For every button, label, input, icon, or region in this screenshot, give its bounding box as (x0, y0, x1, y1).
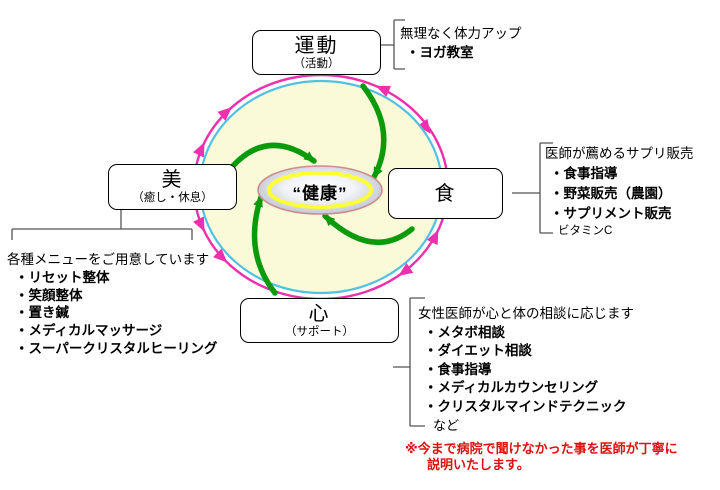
bracket-food (512, 142, 553, 234)
annotation-heart-note: など (433, 417, 460, 433)
callout-brackets (11, 19, 553, 427)
list-item: ・メタボ相談 (424, 324, 505, 340)
node-heart: 心 （サポート） (240, 298, 399, 343)
list-item: ・笑顔整体 (15, 287, 83, 303)
node-food-title: 食 (434, 182, 457, 205)
node-beauty-subtitle: （癒し・休息） (132, 192, 213, 205)
arrow-from-heart (251, 194, 278, 296)
node-food: 食 (388, 168, 503, 219)
annotation-exercise-heading: 無理なく体力アップ (400, 26, 522, 41)
magenta-cycle-arrowheads (193, 85, 439, 276)
green-swirl-arrows (229, 83, 415, 296)
list-item: ・野菜販売（農園） (550, 186, 672, 201)
node-exercise-title: 運動 (294, 34, 339, 57)
annotation-food: 医師が薦めるサプリ販売 ・食事指導 ・野菜販売（農園） ・サプリメント販売 ビタ… (545, 144, 694, 239)
bracket-beauty (11, 210, 193, 240)
bracket-exercise (381, 19, 405, 70)
annotation-beauty: 各種メニューをご用意しています ・リセット整体 ・笑顔整体 ・置き鍼 ・メディカ… (7, 251, 217, 358)
list-item: ・クリスタルマインドテクニック (424, 398, 627, 414)
node-exercise-subtitle: （活動） (293, 57, 340, 70)
footnote-red-note: ※今まで病院で聞けなかった事を医師が丁寧に 説明いたします。 (405, 441, 678, 473)
footnote-line-2: 説明いたします。 (427, 457, 530, 472)
node-heart-subtitle: （サポート） (285, 325, 354, 338)
node-heart-title: 心 (308, 302, 331, 325)
annotation-food-heading: 医師が薦めるサプリ販売 (545, 146, 694, 161)
annotation-heart: 女性医師が心と体の相談に応じます ・メタボ相談 ・ダイエット相談 ・食事指導 ・… (418, 305, 634, 435)
footnote-line-1: ※今まで病院で聞けなかった事を医師が丁寧に (405, 441, 678, 456)
node-exercise: 運動 （活動） (252, 30, 381, 75)
annotation-exercise: 無理なく体力アップ ・ヨガ教室 (400, 24, 522, 62)
list-item: ・メディカルカウンセリング (424, 380, 599, 396)
node-beauty: 美 （癒し・休息） (108, 164, 237, 210)
list-item: ・サプリメント販売 (550, 206, 672, 221)
list-item: ・メディカルマッサージ (15, 323, 163, 339)
list-item: ・リセット整体 (15, 269, 110, 285)
list-item: ・置き鍼 (15, 305, 69, 321)
arrow-from-food (322, 213, 415, 245)
center-health-label: “健康” (292, 184, 348, 203)
annotation-heart-heading: 女性医師が心と体の相談に応じます (418, 306, 634, 321)
list-item: ・ヨガ教室 (406, 45, 474, 60)
bracket-heart (393, 297, 425, 427)
annotation-food-note: ビタミンC (558, 225, 613, 237)
arrow-from-beauty (229, 142, 317, 170)
list-item: ・ダイエット相談 (424, 343, 532, 359)
center-ellipse (257, 165, 383, 215)
list-item: ・食事指導 (550, 166, 618, 181)
list-item: ・スーパークリスタルヒーリング (15, 340, 218, 356)
annotation-beauty-heading: 各種メニューをご用意しています (7, 252, 210, 267)
node-beauty-title: 美 (161, 169, 184, 192)
arrow-from-exercise (360, 83, 387, 180)
list-item: ・食事指導 (424, 361, 492, 377)
